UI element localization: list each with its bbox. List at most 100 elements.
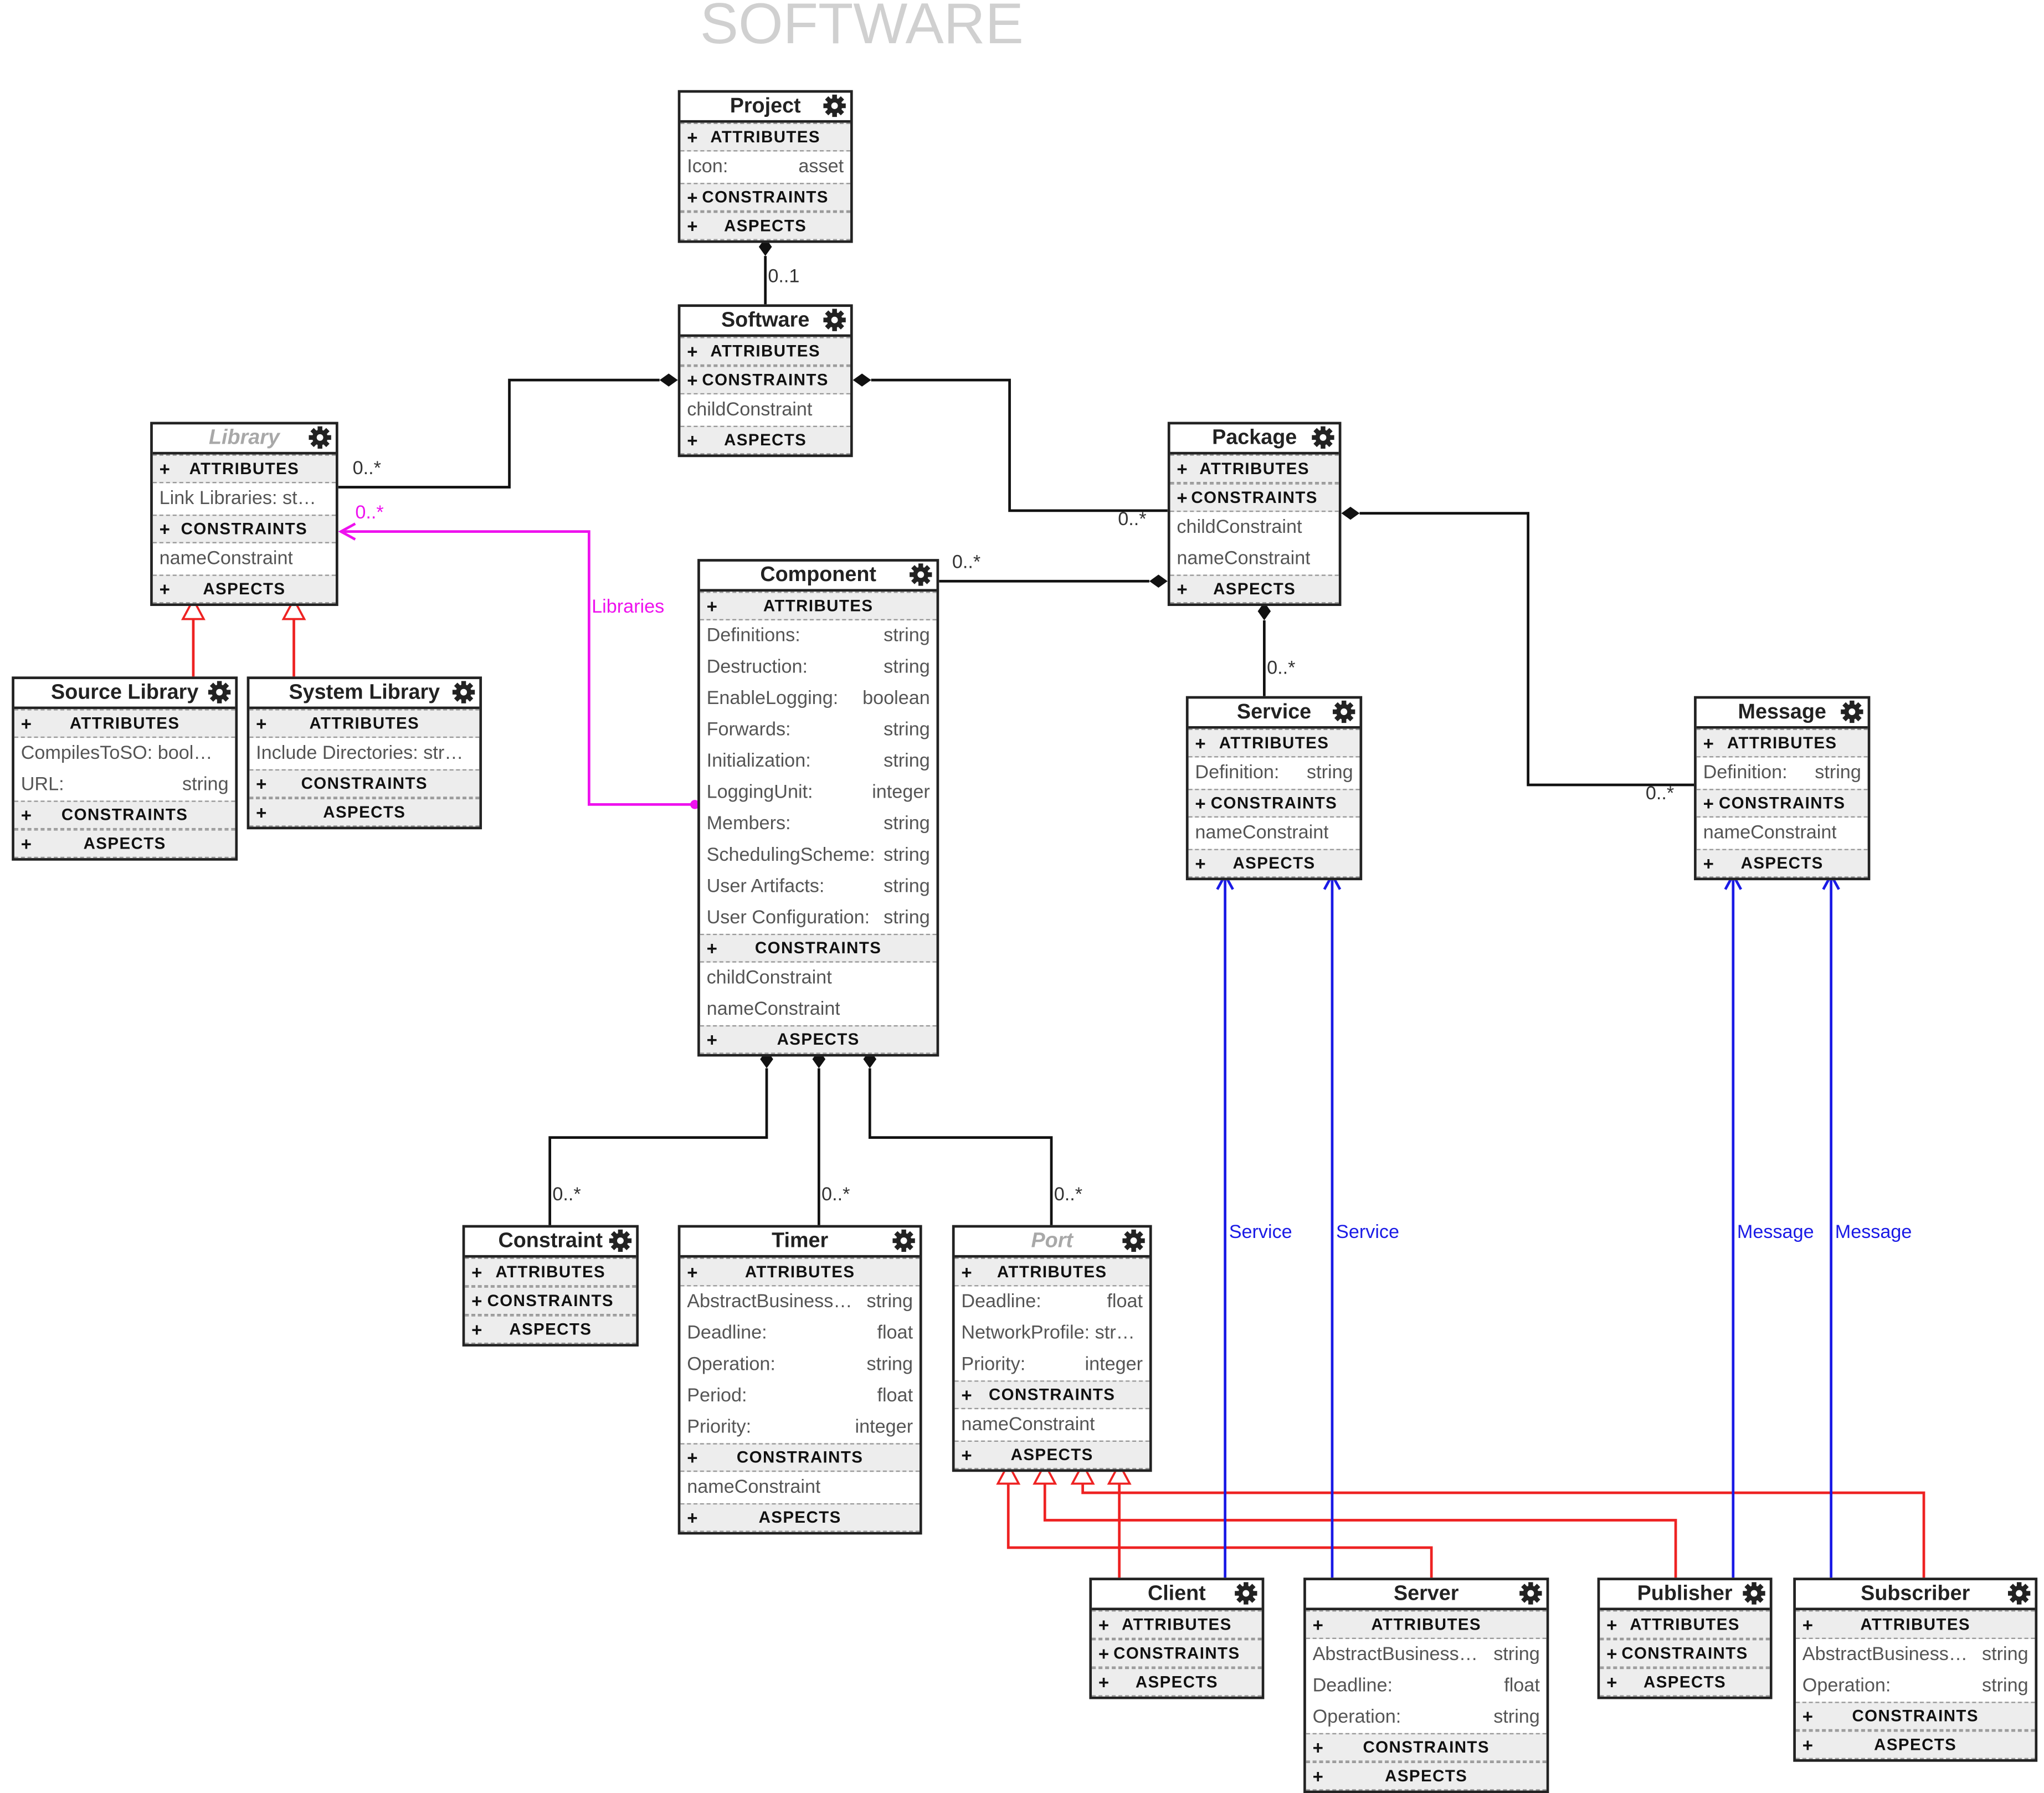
- expand-icon[interactable]: +: [1177, 578, 1189, 600]
- section-constraints[interactable]: +CONSTRAINTS: [1188, 789, 1360, 818]
- edge-component-libraries[interactable]: [342, 530, 698, 806]
- expand-icon[interactable]: +: [471, 1290, 483, 1312]
- expand-icon[interactable]: +: [687, 126, 699, 148]
- section-aspects[interactable]: +ASPECTS: [1188, 849, 1360, 878]
- expand-icon[interactable]: +: [256, 773, 268, 794]
- section-constraints[interactable]: +CONSTRAINTS: [680, 366, 850, 395]
- gear-icon[interactable]: [1332, 700, 1355, 723]
- constraint-row[interactable]: nameConstraint: [153, 543, 336, 575]
- constraint-row[interactable]: nameConstraint: [680, 1472, 919, 1503]
- edge-software-library[interactable]: [338, 378, 660, 489]
- expand-icon[interactable]: +: [687, 341, 699, 362]
- constraint-row[interactable]: nameConstraint: [1170, 543, 1339, 575]
- gear-icon[interactable]: [308, 426, 331, 449]
- section-aspects[interactable]: +ASPECTS: [249, 798, 480, 827]
- expand-icon[interactable]: +: [961, 1384, 973, 1405]
- expand-icon[interactable]: +: [1195, 793, 1207, 814]
- section-constraints[interactable]: +CONSTRAINTS: [680, 183, 850, 212]
- gear-icon[interactable]: [609, 1229, 632, 1252]
- section-aspects[interactable]: +ASPECTS: [700, 1025, 937, 1054]
- gear-icon[interactable]: [2007, 1581, 2031, 1605]
- section-constraints[interactable]: +CONSTRAINTS: [700, 933, 937, 963]
- section-attributes[interactable]: +ATTRIBUTES: [1600, 1610, 1770, 1640]
- section-constraints[interactable]: +CONSTRAINTS: [1170, 483, 1339, 512]
- attribute-row[interactable]: Priority:integer: [680, 1412, 919, 1443]
- attribute-row[interactable]: CompilesToSO: boolean: [14, 738, 235, 769]
- expand-icon[interactable]: +: [687, 429, 699, 451]
- section-constraints[interactable]: +CONSTRAINTS: [14, 800, 235, 830]
- constraint-row[interactable]: childConstraint: [700, 963, 937, 994]
- constraint-row[interactable]: nameConstraint: [700, 994, 937, 1025]
- expand-icon[interactable]: +: [687, 1447, 699, 1468]
- expand-icon[interactable]: +: [961, 1261, 973, 1283]
- expand-icon[interactable]: +: [1098, 1671, 1110, 1693]
- expand-icon[interactable]: +: [159, 578, 171, 600]
- section-constraints[interactable]: +CONSTRAINTS: [249, 769, 480, 798]
- expand-icon[interactable]: +: [687, 369, 699, 391]
- attribute-row[interactable]: Operation:string: [1306, 1702, 1547, 1733]
- attribute-row[interactable]: Forwards:string: [700, 715, 937, 746]
- gear-icon[interactable]: [1840, 700, 1863, 723]
- expand-icon[interactable]: +: [961, 1444, 973, 1466]
- gear-icon[interactable]: [1742, 1581, 1765, 1605]
- attribute-row[interactable]: Definition:string: [1697, 758, 1868, 789]
- expand-icon[interactable]: +: [706, 595, 718, 616]
- section-attributes[interactable]: +ATTRIBUTES: [249, 709, 480, 738]
- section-attributes[interactable]: +ATTRIBUTES: [1170, 454, 1339, 484]
- attribute-row[interactable]: AbstractBusiness…string: [1306, 1639, 1547, 1671]
- expand-icon[interactable]: +: [1606, 1643, 1618, 1664]
- section-aspects[interactable]: +ASPECTS: [465, 1315, 636, 1344]
- attribute-row[interactable]: AbstractBusiness…string: [680, 1286, 919, 1318]
- section-attributes[interactable]: +ATTRIBUTES: [152, 454, 336, 484]
- section-attributes[interactable]: +ATTRIBUTES: [700, 592, 937, 620]
- section-attributes[interactable]: +ATTRIBUTES: [1696, 728, 1868, 758]
- attribute-row[interactable]: LoggingUnit:integer: [700, 777, 937, 809]
- expand-icon[interactable]: +: [1195, 732, 1207, 754]
- expand-icon[interactable]: +: [687, 215, 699, 237]
- attribute-row[interactable]: Initialization:string: [700, 746, 937, 777]
- section-constraints[interactable]: +CONSTRAINTS: [1795, 1702, 2035, 1731]
- expand-icon[interactable]: +: [159, 458, 171, 480]
- expand-icon[interactable]: +: [1703, 793, 1715, 814]
- expand-icon[interactable]: +: [1312, 1765, 1324, 1787]
- gear-icon[interactable]: [1311, 426, 1334, 449]
- attribute-row[interactable]: Definitions:string: [700, 620, 937, 652]
- gear-icon[interactable]: [452, 680, 475, 703]
- expand-icon[interactable]: +: [687, 1507, 699, 1528]
- section-constraints[interactable]: +CONSTRAINTS: [1306, 1733, 1547, 1762]
- constraint-row[interactable]: nameConstraint: [955, 1409, 1149, 1441]
- class-client[interactable]: Client+ATTRIBUTES+CONSTRAINTS+ASPECTS: [1089, 1578, 1265, 1699]
- section-aspects[interactable]: +ASPECTS: [1696, 849, 1868, 878]
- expand-icon[interactable]: +: [1703, 852, 1715, 874]
- expand-icon[interactable]: +: [1312, 1737, 1324, 1758]
- constraint-row[interactable]: childConstraint: [680, 394, 850, 426]
- attribute-row[interactable]: Include Directories: string: [249, 738, 479, 769]
- class-publisher[interactable]: Publisher+ATTRIBUTES+CONSTRAINTS+ASPECTS: [1597, 1578, 1773, 1699]
- attribute-row[interactable]: URL:string: [14, 769, 235, 801]
- attribute-row[interactable]: Destruction:string: [700, 652, 937, 684]
- gear-icon[interactable]: [823, 308, 846, 331]
- section-constraints[interactable]: +CONSTRAINTS: [1092, 1639, 1262, 1668]
- edge-component-port[interactable]: [868, 1068, 1053, 1225]
- expand-icon[interactable]: +: [1177, 458, 1189, 480]
- attribute-row[interactable]: Members:string: [700, 808, 937, 840]
- attribute-row[interactable]: SchedulingScheme:string: [700, 840, 937, 871]
- expand-icon[interactable]: +: [687, 1261, 699, 1283]
- section-aspects[interactable]: +ASPECTS: [152, 574, 336, 604]
- edge-package-message[interactable]: [1359, 512, 1694, 787]
- section-aspects[interactable]: +ASPECTS: [1170, 574, 1339, 604]
- constraint-row[interactable]: nameConstraint: [1189, 818, 1360, 849]
- expand-icon[interactable]: +: [1703, 732, 1715, 754]
- section-attributes[interactable]: +ATTRIBUTES: [465, 1257, 636, 1287]
- gear-icon[interactable]: [1234, 1581, 1257, 1605]
- attribute-row[interactable]: Operation:string: [680, 1349, 919, 1381]
- attribute-row[interactable]: Deadline:float: [1306, 1671, 1547, 1702]
- attribute-row[interactable]: AbstractBusiness…string: [1796, 1639, 2035, 1671]
- class-constraint[interactable]: Constraint+ATTRIBUTES+CONSTRAINTS+ASPECT…: [462, 1225, 639, 1347]
